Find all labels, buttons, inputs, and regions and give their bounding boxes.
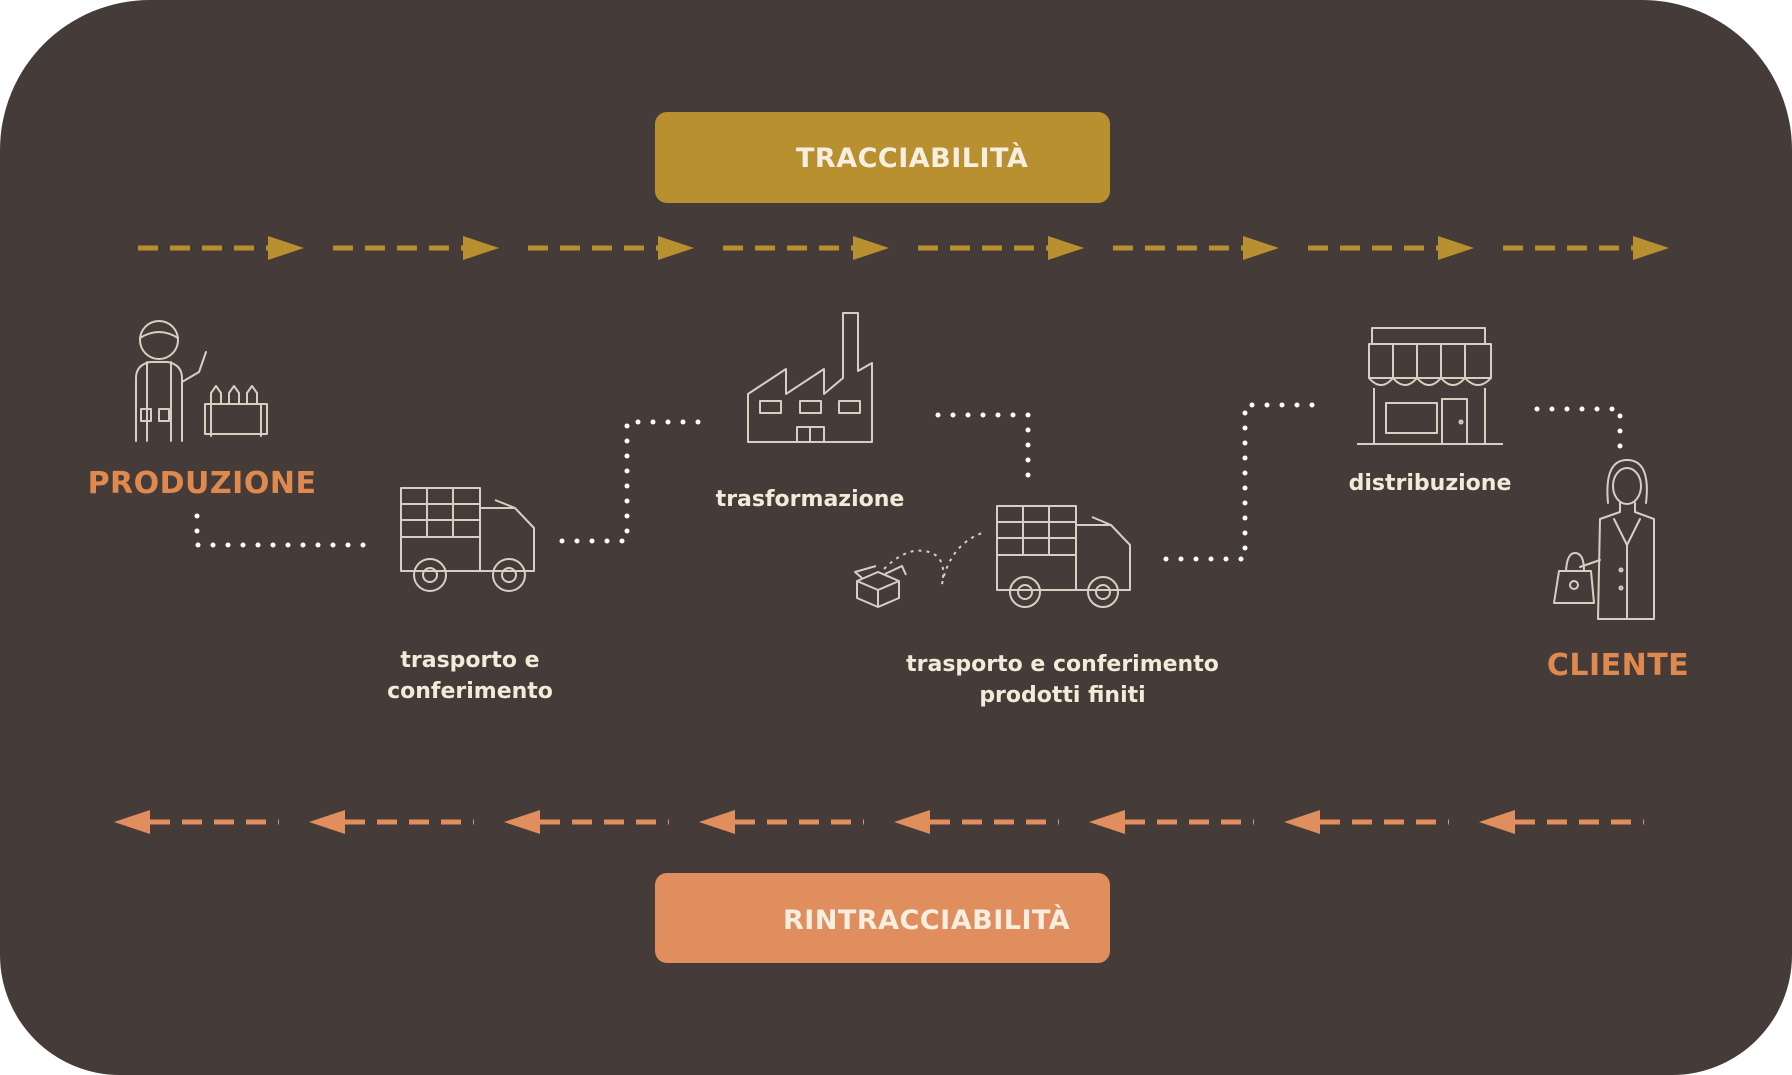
stage-label-produzione: PRODUZIONE <box>87 466 317 501</box>
arrow-head <box>853 236 889 260</box>
stage-label-line: prodotti finiti <box>979 683 1146 708</box>
stage-label-cliente: CLIENTE <box>1546 648 1690 683</box>
arrow-head <box>1048 236 1084 260</box>
backward-arrows <box>114 810 1644 834</box>
arrow-head <box>1284 810 1320 834</box>
arrow-head <box>1243 236 1279 260</box>
parcel-icon <box>854 565 907 608</box>
arrow-head <box>463 236 499 260</box>
arrow-head <box>1438 236 1474 260</box>
arrow-head <box>114 810 150 834</box>
delivery-truck-icon <box>996 505 1131 608</box>
stage-label-trasporto: trasporto e conferimento <box>360 645 580 707</box>
arrow-head <box>1089 810 1125 834</box>
stage-label-line: trasporto e conferimento <box>906 652 1219 677</box>
arrow-head <box>504 810 540 834</box>
stage-label-line: conferimento <box>387 679 553 704</box>
arrow-head <box>658 236 694 260</box>
dotted-path <box>194 402 1623 562</box>
arc-path <box>941 532 983 585</box>
arrow-head <box>309 810 345 834</box>
stage-label-distribuzione: distribuzione <box>1348 471 1512 496</box>
retraceability-banner <box>655 873 1110 963</box>
retraceability-label: RINTRACCIABILITÀ <box>783 905 1071 936</box>
producer-icon <box>135 320 268 442</box>
arrow-head <box>699 810 735 834</box>
customer-icon <box>1553 459 1655 620</box>
arrow-head <box>1633 236 1669 260</box>
factory-icon <box>747 312 873 443</box>
traceability-banner <box>655 112 1110 203</box>
stage-label-trasformazione: trasformazione <box>715 487 905 512</box>
forward-arrows <box>138 236 1669 260</box>
store-icon <box>1357 327 1503 445</box>
arc-path <box>883 549 945 585</box>
truck-icon <box>400 487 535 592</box>
stage-label-trasporto-prodotti: trasporto e conferimento prodotti finiti <box>870 649 1255 711</box>
traceability-label: TRACCIABILITÀ <box>796 143 1029 174</box>
arrow-head <box>1479 810 1515 834</box>
arrow-head <box>894 810 930 834</box>
stage-label-line: trasporto e <box>400 648 540 673</box>
arrow-head <box>268 236 304 260</box>
